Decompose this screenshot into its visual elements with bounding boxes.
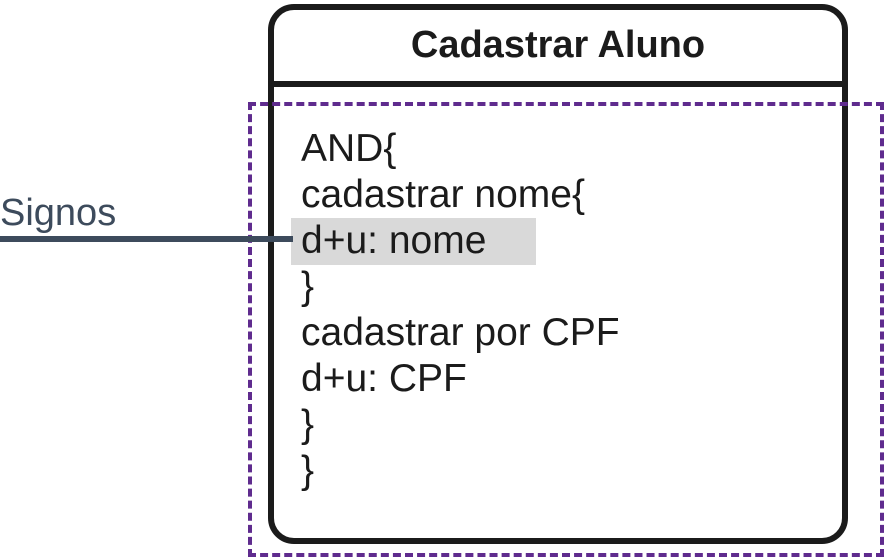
annotation-connector-line (0, 236, 293, 242)
use-case-box (268, 4, 848, 544)
code-line: cadastrar nome{ (301, 173, 585, 216)
code-line: } (301, 449, 315, 492)
code-line: } (301, 403, 315, 446)
code-line: AND{ (301, 127, 397, 170)
code-line-highlighted: d+u: nome (301, 219, 487, 262)
box-title: Cadastrar Aluno (410, 24, 706, 66)
code-line: d+u: CPF (301, 357, 467, 400)
annotation-label: Signos (0, 192, 117, 234)
code-line: cadastrar por CPF (301, 311, 620, 354)
sign-highlight (291, 218, 536, 265)
code-line: } (301, 265, 315, 308)
title-divider (268, 81, 848, 87)
